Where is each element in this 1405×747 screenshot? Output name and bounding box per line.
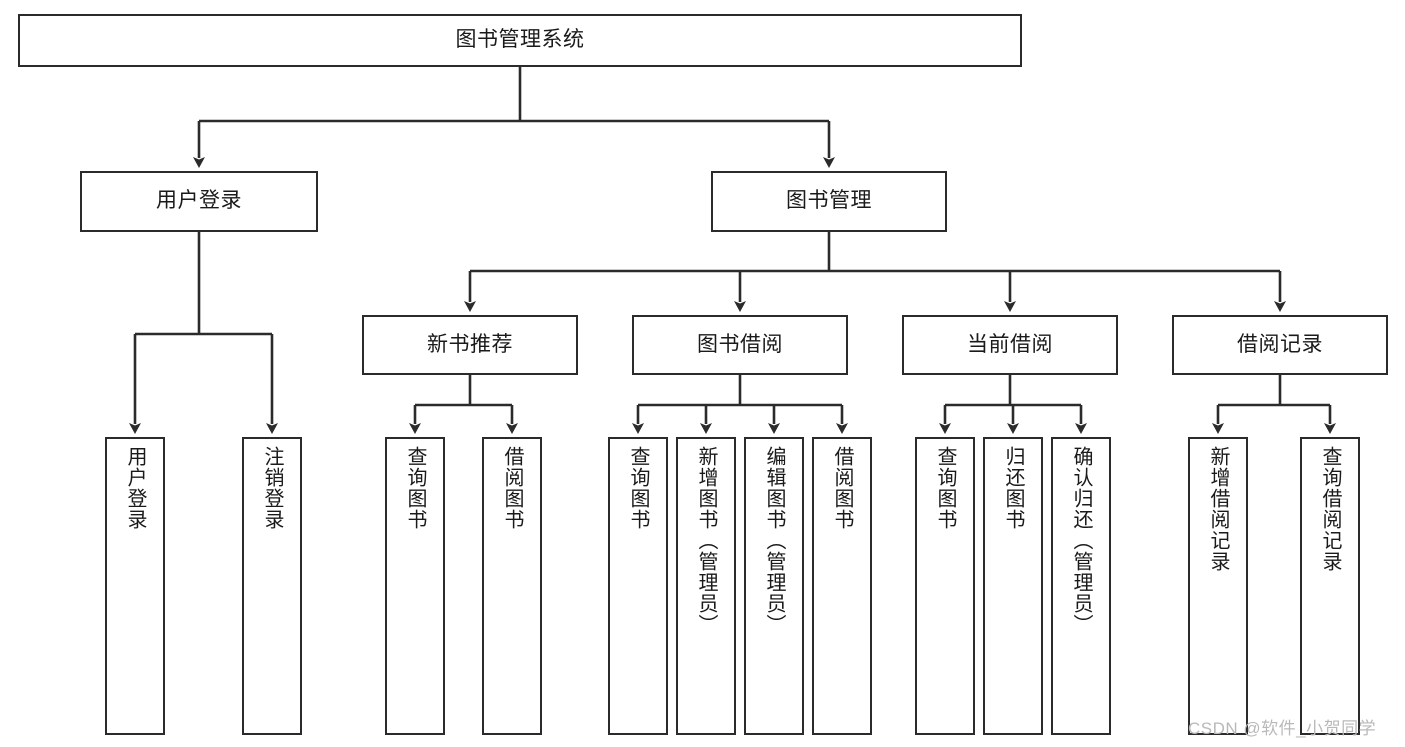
node-bookmgmt[interactable]: 图书管理 — [711, 171, 947, 232]
node-label: 新书推荐 — [427, 332, 513, 356]
node-leaf-borrow-1[interactable]: 查询图书 — [608, 437, 668, 735]
node-leaf-new-2[interactable]: 借阅图书 — [482, 437, 542, 735]
node-leaf-cur-1[interactable]: 查询图书 — [915, 437, 975, 735]
node-leaf-borrow-4[interactable]: 借阅图书 — [812, 437, 872, 735]
node-label: 用户登录 — [124, 446, 146, 530]
node-label: 借阅图书 — [501, 446, 523, 530]
node-newbook[interactable]: 新书推荐 — [362, 315, 578, 375]
node-leaf-cur-3[interactable]: 确认归还（管理员） — [1051, 437, 1111, 735]
node-root[interactable]: 图书管理系统 — [18, 14, 1022, 67]
node-label: 查询借阅记录 — [1319, 446, 1341, 572]
node-label: 图书借阅 — [697, 332, 783, 356]
node-records[interactable]: 借阅记录 — [1172, 315, 1388, 375]
node-label: 查询图书 — [934, 446, 956, 530]
node-leaf-cur-2[interactable]: 归还图书 — [983, 437, 1043, 735]
node-label: 借阅记录 — [1237, 332, 1323, 356]
node-label: 用户登录 — [156, 189, 242, 213]
node-label: 确认归还（管理员） — [1070, 446, 1092, 635]
node-label: 查询图书 — [404, 446, 426, 530]
node-leaf-rec-1[interactable]: 新增借阅记录 — [1188, 437, 1248, 735]
node-label: 新增借阅记录 — [1207, 446, 1229, 572]
node-label: 归还图书 — [1002, 446, 1024, 530]
node-borrow[interactable]: 图书借阅 — [632, 315, 848, 375]
node-leaf-rec-2[interactable]: 查询借阅记录 — [1300, 437, 1360, 735]
node-leaf-login-2[interactable]: 注销登录 — [242, 437, 302, 735]
node-label: 新增图书（管理员） — [695, 446, 717, 635]
node-login[interactable]: 用户登录 — [80, 171, 318, 232]
node-leaf-borrow-2[interactable]: 新增图书（管理员） — [676, 437, 736, 735]
node-leaf-new-1[interactable]: 查询图书 — [385, 437, 445, 735]
node-leaf-borrow-3[interactable]: 编辑图书（管理员） — [744, 437, 804, 735]
node-label: 当前借阅 — [967, 332, 1053, 356]
node-label: 注销登录 — [261, 446, 283, 530]
node-current[interactable]: 当前借阅 — [902, 315, 1118, 375]
node-label: 编辑图书（管理员） — [763, 446, 785, 635]
node-label: 查询图书 — [627, 446, 649, 530]
node-label: 图书管理 — [786, 189, 872, 213]
node-label: 借阅图书 — [831, 446, 853, 530]
node-label: 图书管理系统 — [455, 28, 585, 52]
node-leaf-login-1[interactable]: 用户登录 — [105, 437, 165, 735]
